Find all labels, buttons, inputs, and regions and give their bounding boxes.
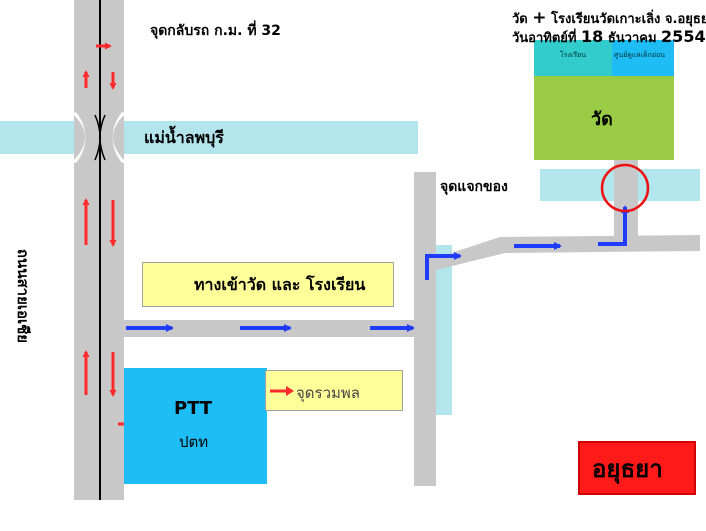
title-temple: วัด [512,12,528,27]
river-label: แม่น้ำลพบุรี [144,128,224,147]
bus-stop-box [130,0,293,63]
canal-band [434,245,452,415]
legend-box [142,262,394,307]
diagonal-road [436,235,700,270]
title-line2: วันอาทิตย์ที่ 18 ธันวาคม 2554 [512,27,706,48]
highway-label: ถนนสายเอเชีย [14,248,33,344]
river-band [0,121,418,154]
legend-route-label: ทางเข้าวัด และ โรงเรียน [194,275,366,294]
distribution-point-label: จุดแจกของ [440,179,508,195]
childcare-label: ศูนย์ดูแลเด็กอ่อน [614,51,666,59]
province-box [578,441,696,495]
temple-block [534,76,674,160]
distribution-circle [600,163,650,213]
province-label: อยุธยา [592,455,663,483]
ptt-name: PTT [174,398,213,419]
title-day: 18 [581,27,604,46]
childcare-block [612,40,674,76]
school-label: โรงเรียน [560,51,586,59]
title-school-name: โรงเรียนวัดเกาะเลิ่ง จ.อยุธยา [551,12,706,27]
bus-stop-label: จุดกลับรถ ก.ม. ที่ 32 [150,23,281,39]
ptt-thai: ปตท [179,433,209,451]
school-block [534,40,612,76]
meeting-point-arrow [270,386,294,396]
meeting-point-label: จุดรวมพล [296,384,360,402]
ptt-block [124,368,267,484]
temple-label: วัด [591,109,613,130]
vertical-road [414,172,436,486]
title-day-label: วันอาทิตย์ที่ [512,31,577,46]
title-year: 2554 [661,27,706,46]
title-month: ธันวาคม [607,31,657,46]
title-plus: + [532,8,547,28]
title-line1: วัด + โรงเรียนวัดเกาะเลิ่ง จ.อยุธยา [512,8,706,29]
